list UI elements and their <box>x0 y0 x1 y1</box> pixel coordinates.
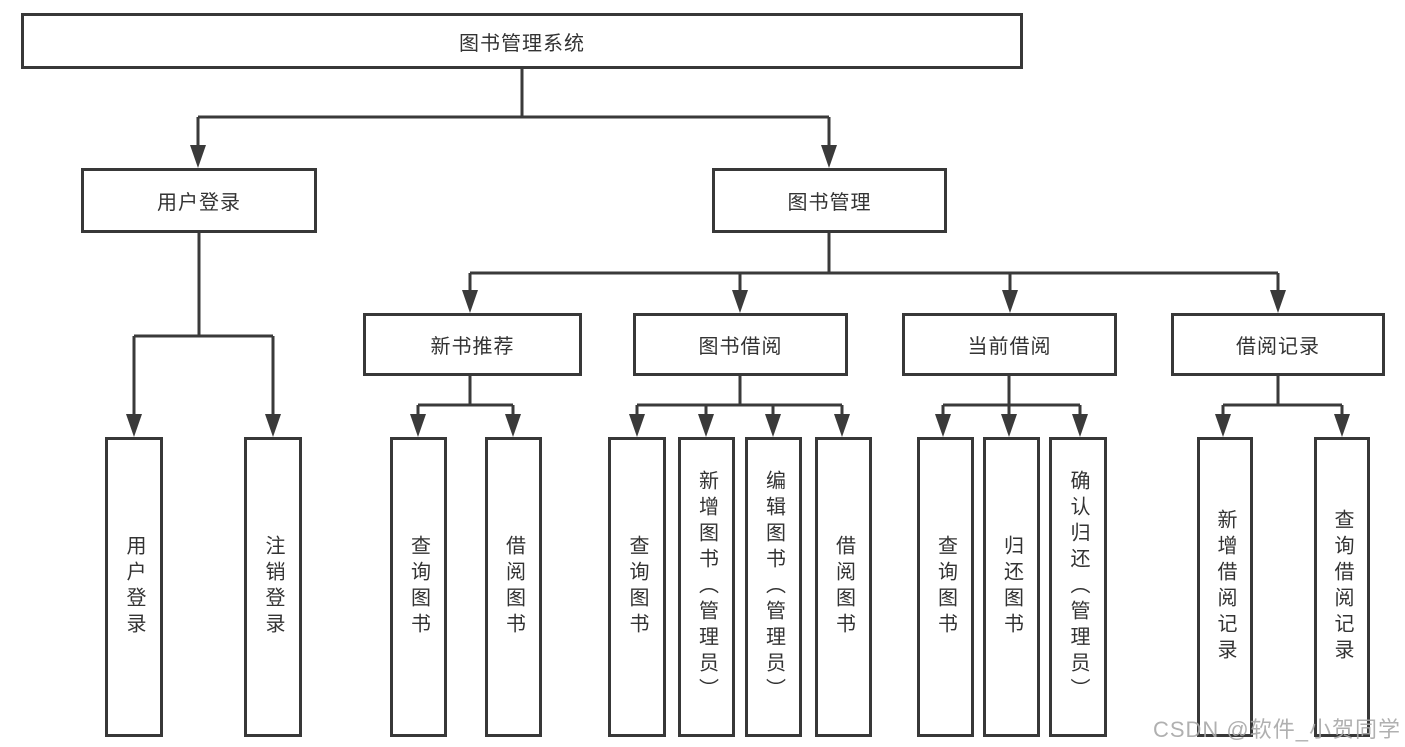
node-label: 新增图书（管理员） <box>695 470 718 704</box>
node-label: 注销登录 <box>262 535 284 639</box>
node-label: 新书推荐 <box>430 336 515 358</box>
leaf-add-books-admin: 新增图书（管理员） <box>678 437 735 737</box>
node-borrowing-records: 借阅记录 <box>1171 313 1385 376</box>
leaf-query-books-under-borrowing: 查询图书 <box>608 437 666 737</box>
leaf-add-borrowing-record: 新增借阅记录 <box>1197 437 1253 737</box>
node-book-borrowing: 图书借阅 <box>633 313 848 376</box>
leaf-user-login: 用户登录 <box>105 437 163 737</box>
node-label: 新增借阅记录 <box>1214 509 1236 665</box>
leaf-query-books-under-new-book: 查询图书 <box>390 437 447 737</box>
leaf-logout: 注销登录 <box>244 437 302 737</box>
leaf-edit-books-admin: 编辑图书（管理员） <box>745 437 802 737</box>
node-book-management: 图书管理 <box>712 168 947 233</box>
node-label: 编辑图书（管理员） <box>762 470 785 704</box>
node-label: 图书借阅 <box>698 336 783 358</box>
leaf-confirm-return-admin: 确认归还（管理员） <box>1049 437 1107 737</box>
node-label: 查询借阅记录 <box>1331 509 1353 665</box>
csdn-watermark: CSDN @软件_小贺同学 <box>1152 717 1401 742</box>
node-library-management-system: 图书管理系统 <box>21 13 1023 69</box>
node-label: 图书管理系统 <box>459 32 585 55</box>
leaf-return-books: 归还图书 <box>983 437 1040 737</box>
node-user-login: 用户登录 <box>81 168 317 233</box>
node-label: 确认归还（管理员） <box>1067 470 1089 704</box>
node-label: 归还图书 <box>1000 535 1023 639</box>
node-label: 当前借阅 <box>967 336 1052 358</box>
node-label: 用户登录 <box>157 192 241 214</box>
node-label: 借阅记录 <box>1236 336 1320 358</box>
node-new-book-recommendation: 新书推荐 <box>363 313 582 376</box>
node-label: 借阅图书 <box>832 535 855 639</box>
leaf-borrow-books-under-new-book: 借阅图书 <box>485 437 542 737</box>
leaf-borrow-books-under-borrowing: 借阅图书 <box>815 437 872 737</box>
node-current-borrowing: 当前借阅 <box>902 313 1117 376</box>
node-label: 查询图书 <box>934 535 957 639</box>
leaf-query-borrowing-record: 查询借阅记录 <box>1314 437 1370 737</box>
node-label: 查询图书 <box>626 535 648 639</box>
node-label: 图书管理 <box>787 192 872 214</box>
node-label: 借阅图书 <box>502 535 525 639</box>
node-label: 查询图书 <box>407 535 430 639</box>
node-label: 用户登录 <box>123 535 145 639</box>
leaf-query-books-under-current: 查询图书 <box>917 437 974 737</box>
